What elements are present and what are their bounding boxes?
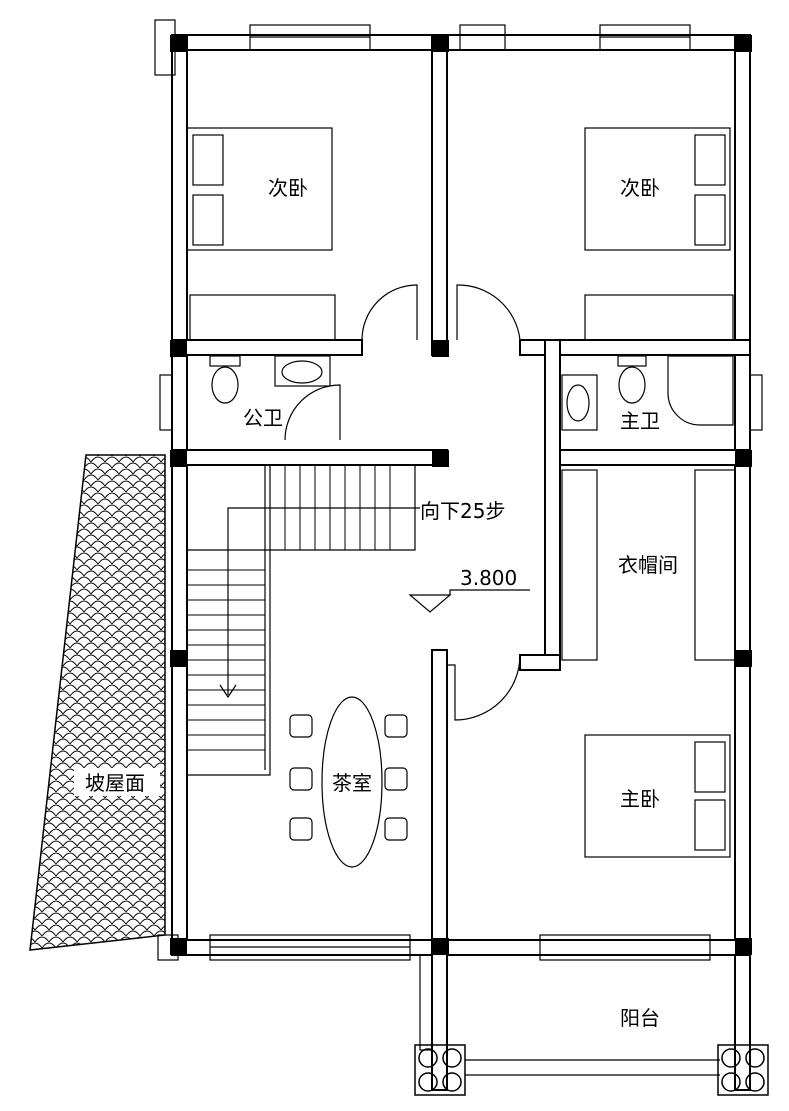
label-tea-room: 茶室 bbox=[332, 771, 372, 795]
label-balcony: 阳台 bbox=[620, 1006, 660, 1030]
bed-right bbox=[584, 127, 734, 341]
label-elevation: 3.800 bbox=[460, 566, 517, 590]
label-master-bath: 主卫 bbox=[620, 409, 660, 433]
label-public-bath: 公卫 bbox=[243, 406, 283, 430]
label-bedroom-right: 次卧 bbox=[620, 176, 660, 200]
staircase bbox=[188, 465, 420, 776]
bed-left bbox=[186, 127, 336, 341]
label-master-bedroom: 主卧 bbox=[620, 787, 660, 811]
tea-table bbox=[289, 696, 408, 868]
label-stairs-note: 向下25步 bbox=[420, 499, 505, 523]
label-walk-in-closet: 衣帽间 bbox=[618, 553, 678, 577]
columns bbox=[170, 35, 752, 955]
bath-fixtures bbox=[209, 355, 734, 431]
elevation-marker bbox=[408, 589, 530, 613]
label-sloped-roof: 坡屋面 bbox=[85, 771, 145, 795]
closet-furniture bbox=[561, 469, 736, 661]
label-bedroom-left: 次卧 bbox=[268, 176, 308, 200]
doors bbox=[284, 284, 521, 721]
windows bbox=[154, 19, 763, 961]
bed-master bbox=[584, 734, 731, 858]
balcony bbox=[414, 954, 769, 1096]
sloped-roof bbox=[29, 454, 166, 951]
